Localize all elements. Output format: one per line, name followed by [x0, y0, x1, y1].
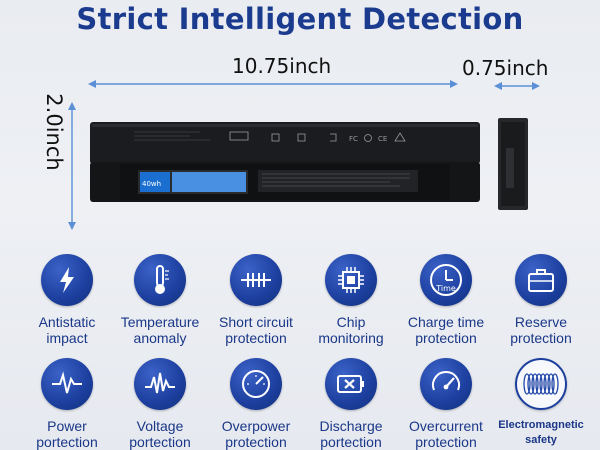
pulse-icon	[41, 358, 93, 410]
feature-label: Temperature anomaly	[120, 314, 200, 346]
feature-label: Reserve protection	[510, 314, 572, 346]
height-dimension-line	[68, 102, 76, 230]
lightning-icon	[41, 254, 93, 306]
clock-icon: Time	[420, 254, 472, 306]
feature-overpower: Overpower protection	[207, 358, 305, 450]
feature-overcurrent: Overcurrent protection	[397, 358, 495, 450]
feature-temperature: Temperature anomaly	[111, 254, 209, 346]
overcurrent-gauge-icon	[420, 358, 472, 410]
feature-label: Chip monitoring	[318, 314, 384, 346]
page-title: Strict Intelligent Detection	[76, 2, 524, 36]
feature-label: Antistatic impact	[38, 314, 96, 346]
feature-label: Voltage portection	[129, 418, 191, 450]
feature-label: Short circuit protection	[219, 314, 293, 346]
feature-label: Electromagnetic safety	[498, 419, 584, 446]
gauge-icon	[230, 358, 282, 410]
feature-label: Overpower protection	[221, 418, 291, 450]
height-label: 2.0inch	[42, 93, 66, 171]
voltage-wave-icon	[134, 358, 186, 410]
feature-label: Charge time protection	[407, 314, 485, 346]
depth-label: 0.75inch	[462, 56, 549, 80]
coil-icon	[515, 358, 567, 410]
briefcase-icon	[515, 254, 567, 306]
length-label: 10.75inch	[232, 54, 332, 78]
feature-voltage: Voltage portection	[111, 358, 209, 450]
feature-power: Power portection	[18, 358, 116, 450]
battery-x-icon	[325, 358, 377, 410]
length-dimension-line	[88, 80, 458, 88]
feature-chip: Chip monitoring	[302, 254, 400, 346]
battery-side-image	[498, 118, 528, 210]
battery-image: 40wh FC CE	[90, 122, 480, 202]
feature-label: Overcurrent protection	[409, 418, 483, 450]
feature-label: Discharge portection	[319, 418, 383, 450]
capacity-text: 40wh	[142, 180, 161, 188]
clock-icon-text: Time	[435, 284, 456, 293]
feature-short-circuit: Short circuit protection	[207, 254, 305, 346]
svg-text:FC: FC	[349, 135, 358, 143]
feature-charge-time: Time Charge time protection	[397, 254, 495, 346]
short-circuit-icon	[230, 254, 282, 306]
feature-discharge: Discharge portection	[302, 358, 400, 450]
feature-electromagnetic: Electromagnetic safety	[492, 358, 590, 448]
chip-icon	[325, 254, 377, 306]
feature-reserve: Reserve protection	[492, 254, 590, 346]
feature-antistatic: Antistatic impact	[18, 254, 116, 346]
thermometer-icon	[134, 254, 186, 306]
svg-text:CE: CE	[378, 135, 387, 143]
feature-label: Power portection	[36, 418, 98, 450]
depth-dimension-line	[494, 82, 540, 90]
